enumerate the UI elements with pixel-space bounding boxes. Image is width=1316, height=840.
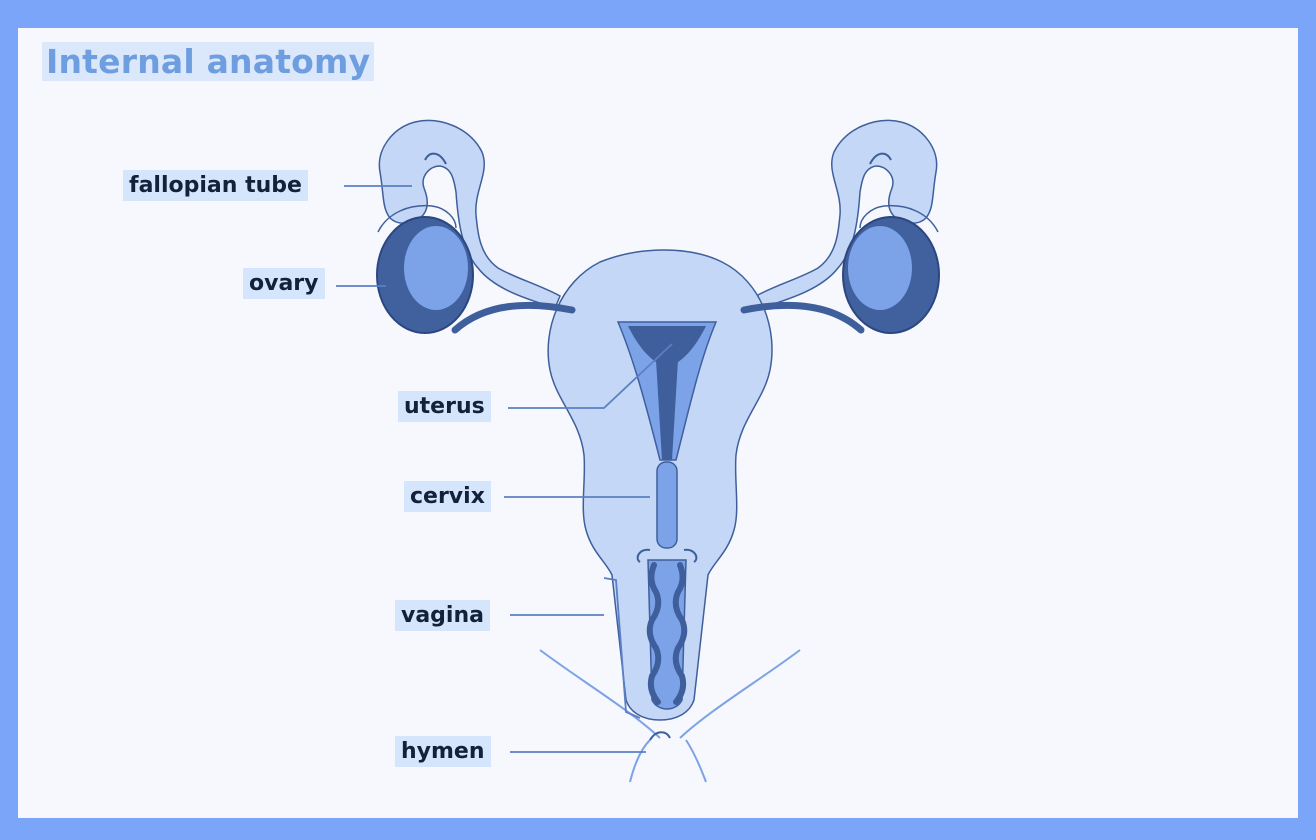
label-fallopian-tube: fallopian tube bbox=[123, 170, 308, 201]
label-vagina: vagina bbox=[395, 600, 490, 631]
external-contours bbox=[539, 649, 801, 783]
label-cervix: cervix bbox=[404, 481, 491, 512]
leader-lines bbox=[336, 185, 673, 753]
cervical-canal bbox=[656, 461, 678, 549]
diagram-title: Internal anatomy bbox=[42, 42, 375, 81]
label-uterus: uterus bbox=[398, 391, 491, 422]
hymen-shape bbox=[629, 739, 651, 783]
ovarian-ligaments bbox=[451, 301, 865, 334]
vaginal-rugae bbox=[646, 562, 688, 705]
vagina-bracket bbox=[603, 577, 641, 719]
label-ovary: ovary bbox=[243, 268, 325, 299]
ovaries bbox=[376, 216, 940, 334]
label-hymen: hymen bbox=[395, 736, 491, 767]
leader-uterus bbox=[508, 343, 673, 409]
fallopian-tubes bbox=[377, 119, 939, 309]
uterine-cavity-dark bbox=[628, 326, 706, 368]
